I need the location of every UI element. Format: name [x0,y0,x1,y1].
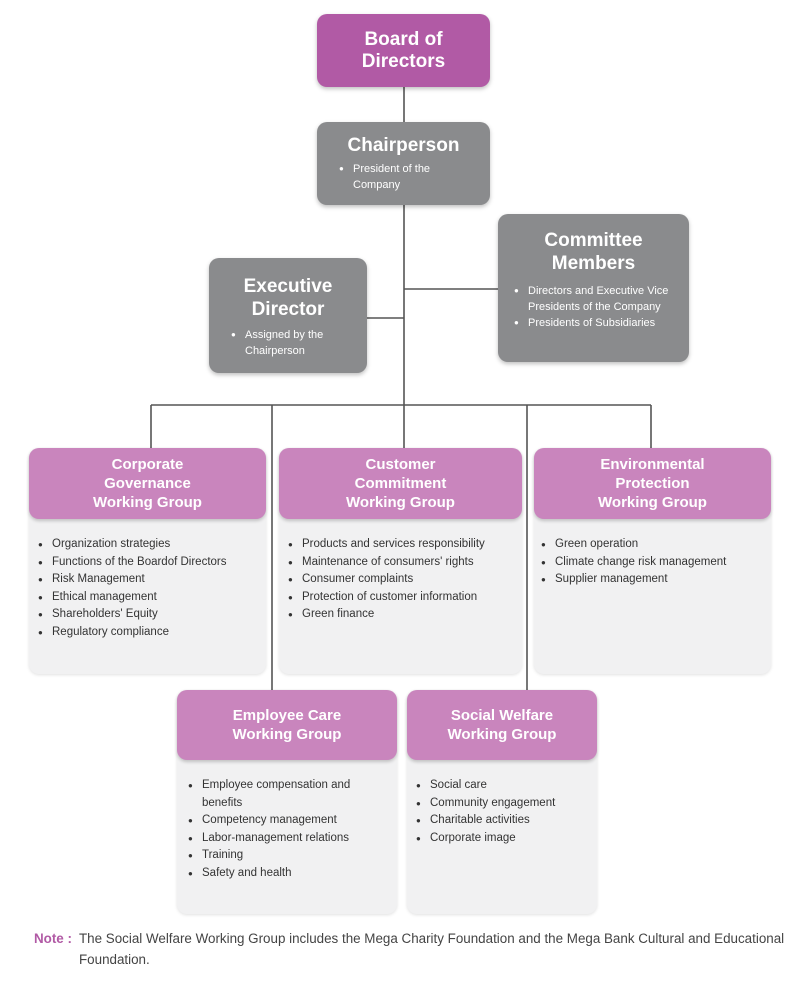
list-item: Shareholders' Equity [38,606,264,624]
board-title-line2: Directors [361,50,446,72]
list-item: Organization strategies [38,536,264,554]
group-title-line: Employee Care [232,707,342,724]
customer-commitment-header: Customer Commitment Working Group [279,448,522,519]
list-item: Risk Management [38,571,264,589]
group-title-line: Commitment [354,475,447,492]
group-title-line: Working Group [346,494,455,511]
committee-title-line2: Members [551,253,636,274]
group-title-line: Working Group [232,726,342,743]
executive-director-title-line1: Executive [243,276,333,297]
note-text: The Social Welfare Working Group include… [79,931,785,967]
corporate-governance-header: Corporate Governance Working Group [29,448,266,519]
committee-bullets: Directors and Executive Vice Presidents … [514,283,674,331]
list-item: Ethical management [38,589,264,607]
board-title-line1: Board of [364,28,443,50]
group-title-line: Governance [104,475,191,492]
list-item: Consumer complaints [288,571,522,589]
list-item: Green finance [288,606,522,624]
list-item: Training [188,847,393,865]
footnote: Note : The Social Welfare Working Group … [34,928,804,967]
list-item: Community engagement [416,795,597,813]
list-item: Climate change risk management [541,554,771,572]
group-title-line: Working Group [598,494,707,511]
list-item: Functions of the Boardof Directors [38,554,264,572]
chairperson-title: Chairperson [347,135,460,156]
employee-care-header: Employee Care Working Group [177,690,397,760]
executive-director-box: Executive Director Assigned by the Chair… [209,258,367,373]
committee-bullet: Directors and Executive Vice Presidents … [514,283,674,315]
list-item: Safety and health [188,865,393,883]
executive-director-bullet: Assigned by the Chairperson [231,327,349,359]
committee-bullet: Presidents of Subsidiaries [514,315,674,331]
note-label: Note : [34,931,72,946]
group-title-line: Protection [615,475,690,492]
list-item: Labor-management relations [188,830,393,848]
board-of-directors-box: Board of Directors [317,14,490,87]
group-title-line: Working Group [93,494,202,511]
list-item: Regulatory compliance [38,624,264,642]
executive-director-bullets: Assigned by the Chairperson [231,327,349,359]
group-title-line: Corporate [111,456,184,473]
group-title-line: Working Group [447,726,557,743]
social-welfare-header: Social Welfare Working Group [407,690,597,760]
list-item: Products and services responsibility [288,536,522,554]
list-item: Employee compensation and benefits [188,777,393,812]
list-item: Competency management [188,812,393,830]
group-title-line: Customer [365,456,436,473]
group-title-line: Social Welfare [450,707,554,724]
list-item: Green operation [541,536,771,554]
list-item: Maintenance of consumers' rights [288,554,522,572]
corporate-governance-list: Organization strategies Functions of the… [38,536,264,642]
social-welfare-list: Social care Community engagement Charita… [416,777,597,847]
committee-members-box: Committee Members Directors and Executiv… [498,214,689,362]
environmental-protection-list: Green operation Climate change risk mana… [541,536,771,589]
chairperson-bullets: President of the Company [339,161,459,193]
environmental-protection-header: Environmental Protection Working Group [534,448,771,519]
list-item: Supplier management [541,571,771,589]
customer-commitment-list: Products and services responsibility Mai… [288,536,522,624]
committee-title-line1: Committee [544,230,643,251]
list-item: Charitable activities [416,812,597,830]
executive-director-title-line2: Director [251,299,325,320]
group-title-line: Environmental [600,456,705,473]
chairperson-box: Chairperson President of the Company [317,122,490,205]
list-item: Protection of customer information [288,589,522,607]
chairperson-bullet: President of the Company [339,161,459,193]
list-item: Social care [416,777,597,795]
employee-care-list: Employee compensation and benefits Compe… [188,777,393,883]
list-item: Corporate image [416,830,597,848]
